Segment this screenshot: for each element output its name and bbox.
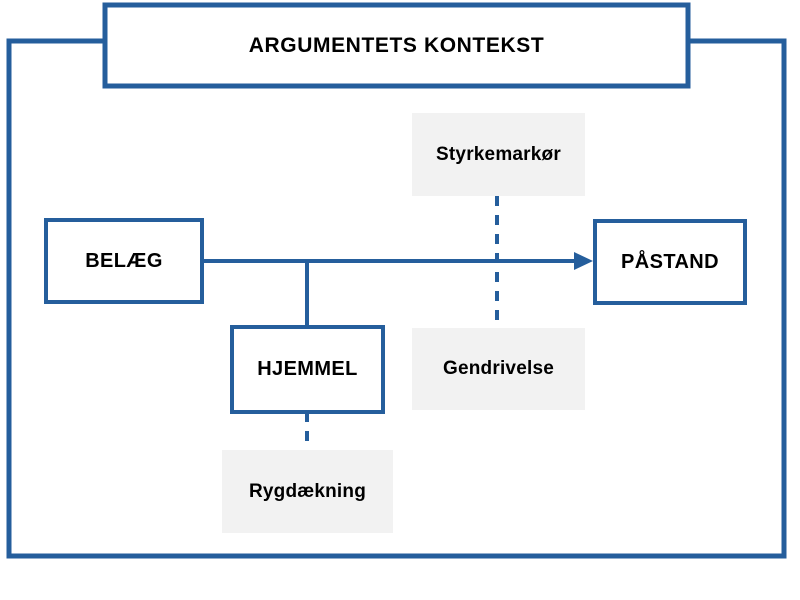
context-title-box [102,2,691,89]
node-rygdaekning-box [222,450,393,533]
node-hjemmel-box [230,325,385,414]
node-paastand-box [593,219,747,305]
connector-belaeg-to-paastand [202,252,593,270]
node-gendrivelse-box [412,328,585,410]
node-styrkemarkoer-box [412,113,585,196]
context-frame-border [6,38,787,559]
node-belaeg-box [44,218,204,304]
